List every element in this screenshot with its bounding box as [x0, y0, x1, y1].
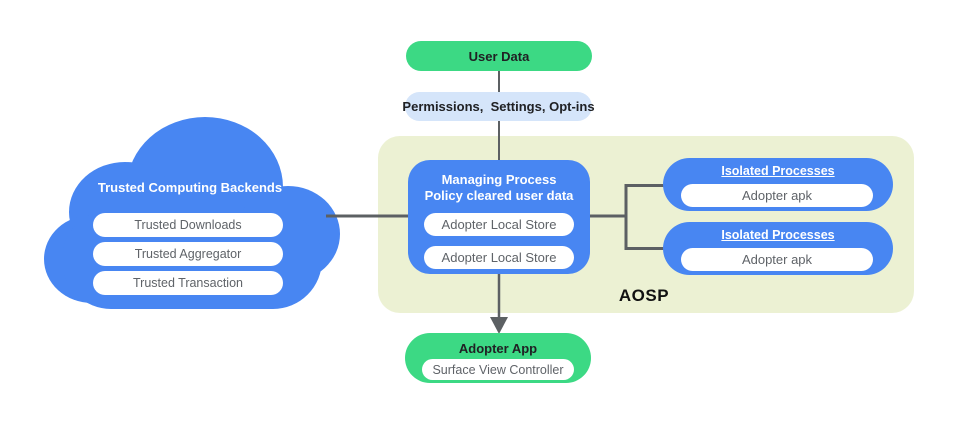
cloud-title: Trusted Computing Backends: [97, 180, 283, 195]
cloud-item-trusted-downloads: Trusted Downloads: [93, 213, 283, 237]
isolated-process-title: Isolated Processes: [721, 228, 835, 242]
adopter-apk-pill: Adopter apk: [681, 184, 873, 207]
user-data-node: User Data: [406, 41, 592, 71]
adopter-app-title: Adopter App: [458, 341, 538, 356]
cloud-item-trusted-transaction: Trusted Transaction: [93, 271, 283, 295]
adopter-local-store-pill: Adopter Local Store: [424, 213, 574, 236]
surface-view-controller-pill: Surface View Controller: [422, 359, 574, 380]
adopter-app-node: Adopter App Surface View Controller: [405, 333, 591, 383]
adopter-apk-pill: Adopter apk: [681, 248, 873, 271]
managing-process-title: Managing Process Policy cleared user dat…: [408, 172, 590, 204]
user-data-label: User Data: [468, 48, 530, 64]
adopter-local-store-pill: Adopter Local Store: [424, 246, 574, 269]
cloud-item-trusted-aggregator: Trusted Aggregator: [93, 242, 283, 266]
permissions-node: Permissions, Settings, Opt-ins: [402, 92, 595, 121]
down-arrow-icon: [490, 317, 508, 334]
isolated-process-node: Isolated Processes Adopter apk: [663, 222, 893, 275]
managing-process-title-line2: Policy cleared user data: [424, 188, 574, 203]
aosp-label: AOSP: [618, 286, 670, 305]
isolated-process-node: Isolated Processes Adopter apk: [663, 158, 893, 211]
permissions-label: Permissions, Settings, Opt-ins: [402, 99, 595, 114]
isolated-process-title: Isolated Processes: [721, 164, 835, 178]
managing-process-title-line1: Managing Process: [441, 172, 557, 187]
managing-process-node: Managing Process Policy cleared user dat…: [408, 160, 590, 274]
